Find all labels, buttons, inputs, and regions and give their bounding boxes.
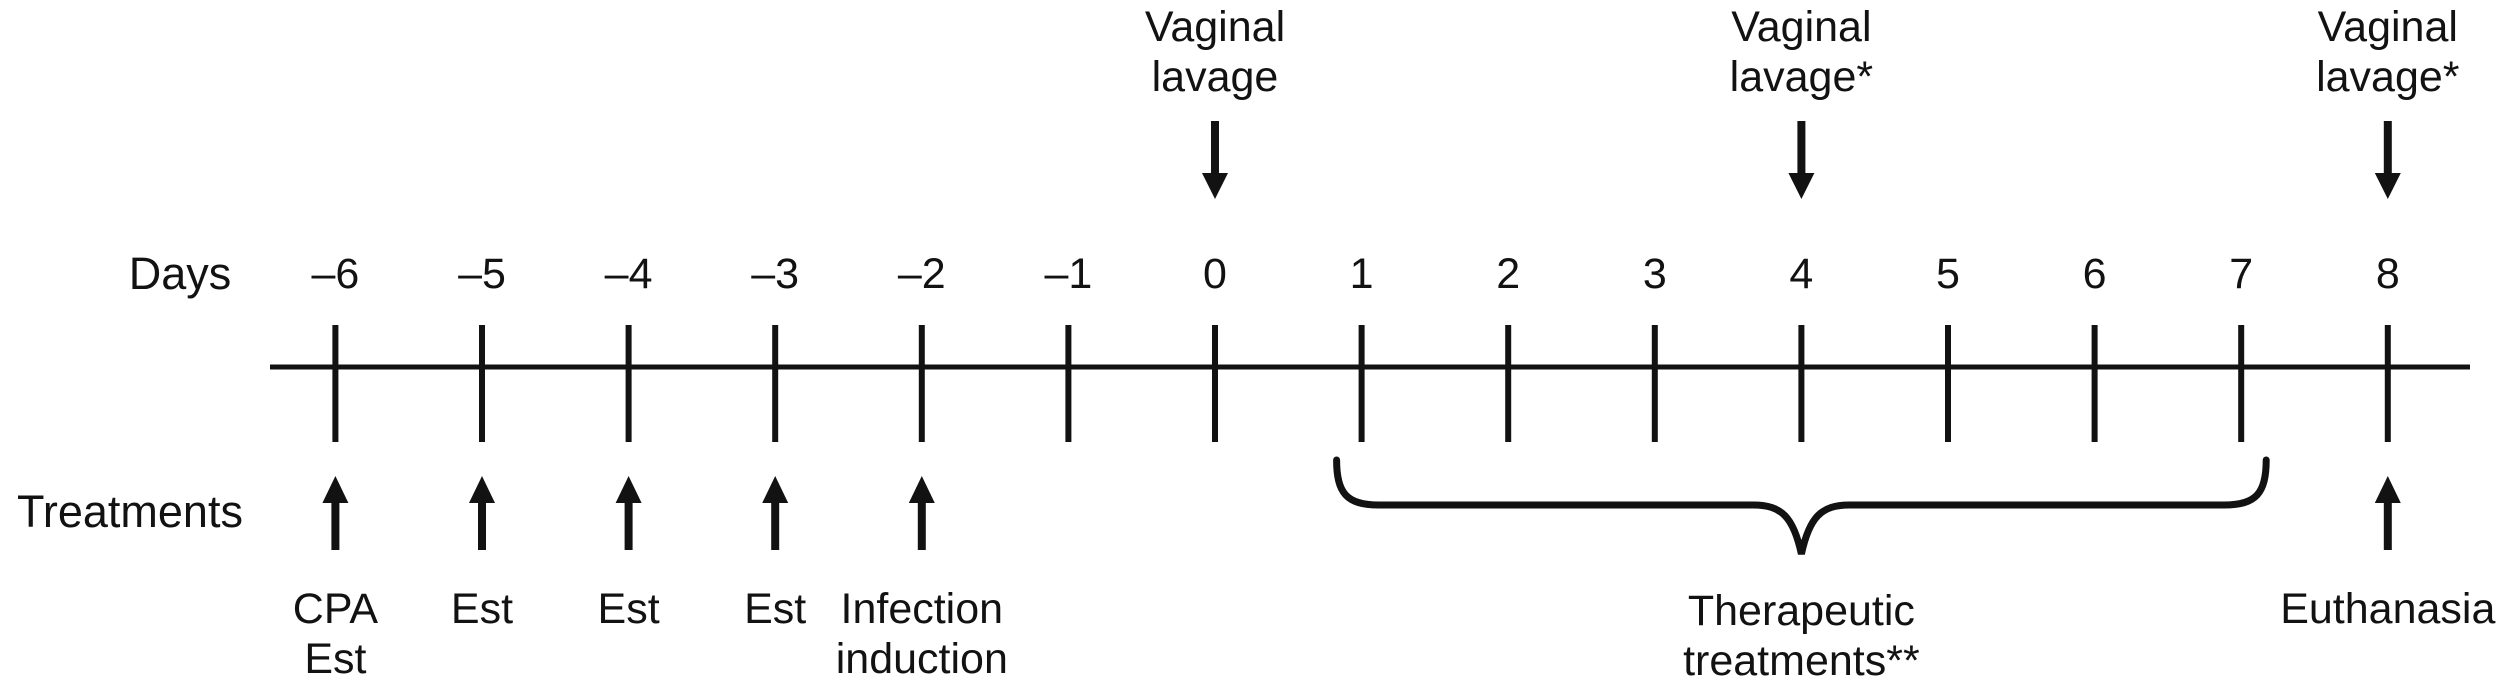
treatment-label-line: CPA bbox=[292, 585, 379, 633]
top-event-label-line: lavage* bbox=[1729, 53, 1874, 101]
top-event-label-line: Vaginal bbox=[2317, 3, 2458, 51]
day-tick-label: –2 bbox=[897, 250, 946, 298]
day-tick-label: 1 bbox=[1349, 250, 1374, 298]
up-arrow-icon bbox=[469, 476, 495, 503]
day-tick-label: 2 bbox=[1496, 250, 1521, 298]
treatment-label-line: Est bbox=[597, 585, 660, 633]
day-tick-label: –1 bbox=[1044, 250, 1093, 298]
treatment-label-line: Est bbox=[450, 585, 514, 633]
day-tick-label: 3 bbox=[1642, 250, 1667, 298]
day-tick-label: 4 bbox=[1789, 250, 1814, 298]
up-arrow-icon bbox=[762, 476, 789, 503]
brace-label: Therapeutic treatments** bbox=[1683, 586, 1920, 683]
treatment-label: Est bbox=[744, 584, 806, 634]
treatment-label: Est bbox=[598, 584, 660, 634]
day-tick-label: –3 bbox=[751, 250, 800, 298]
up-arrow-icon bbox=[322, 476, 349, 503]
day-tick-label: –5 bbox=[458, 250, 506, 298]
treatment-label: Euthanasia bbox=[2280, 584, 2495, 634]
top-event-label-line: lavage* bbox=[2316, 53, 2460, 101]
brace bbox=[1333, 456, 2270, 555]
axis-label: Days bbox=[128, 248, 232, 299]
treatment-label-line: Est bbox=[304, 635, 367, 683]
top-event-label-line: Vaginal bbox=[1144, 3, 1286, 51]
treatment-label-line: Est bbox=[744, 585, 807, 633]
day-tick-label: 6 bbox=[2082, 250, 2107, 298]
down-arrow-icon bbox=[1202, 173, 1228, 199]
day-tick-label: –6 bbox=[311, 250, 360, 298]
treatment-label-line: Infection bbox=[840, 585, 1004, 633]
top-event-label-line: Vaginal bbox=[1731, 3, 1872, 51]
day-tick-label: 5 bbox=[1936, 250, 1960, 298]
treatment-label: Est bbox=[451, 584, 513, 634]
down-arrow-icon bbox=[1788, 173, 1815, 199]
up-arrow-icon bbox=[2374, 476, 2401, 503]
brace-label-line1: Therapeutic bbox=[1687, 587, 1915, 635]
treatments-label: Treatments bbox=[17, 486, 243, 537]
treatment-label-line: induction bbox=[835, 635, 1008, 683]
day-tick-label: 8 bbox=[2375, 250, 2400, 298]
day-tick-label: 7 bbox=[2229, 250, 2254, 298]
treatment-label-line: Euthanasia bbox=[2280, 585, 2496, 633]
day-tick-label: 0 bbox=[1203, 250, 1227, 298]
down-arrow-icon bbox=[2374, 173, 2401, 199]
top-event-label-line: lavage bbox=[1151, 53, 1279, 101]
brace-label-line2: treatments** bbox=[1683, 637, 1920, 683]
up-arrow-icon bbox=[615, 476, 642, 503]
day-tick-label: –4 bbox=[604, 250, 653, 298]
up-arrow-icon bbox=[908, 476, 935, 503]
